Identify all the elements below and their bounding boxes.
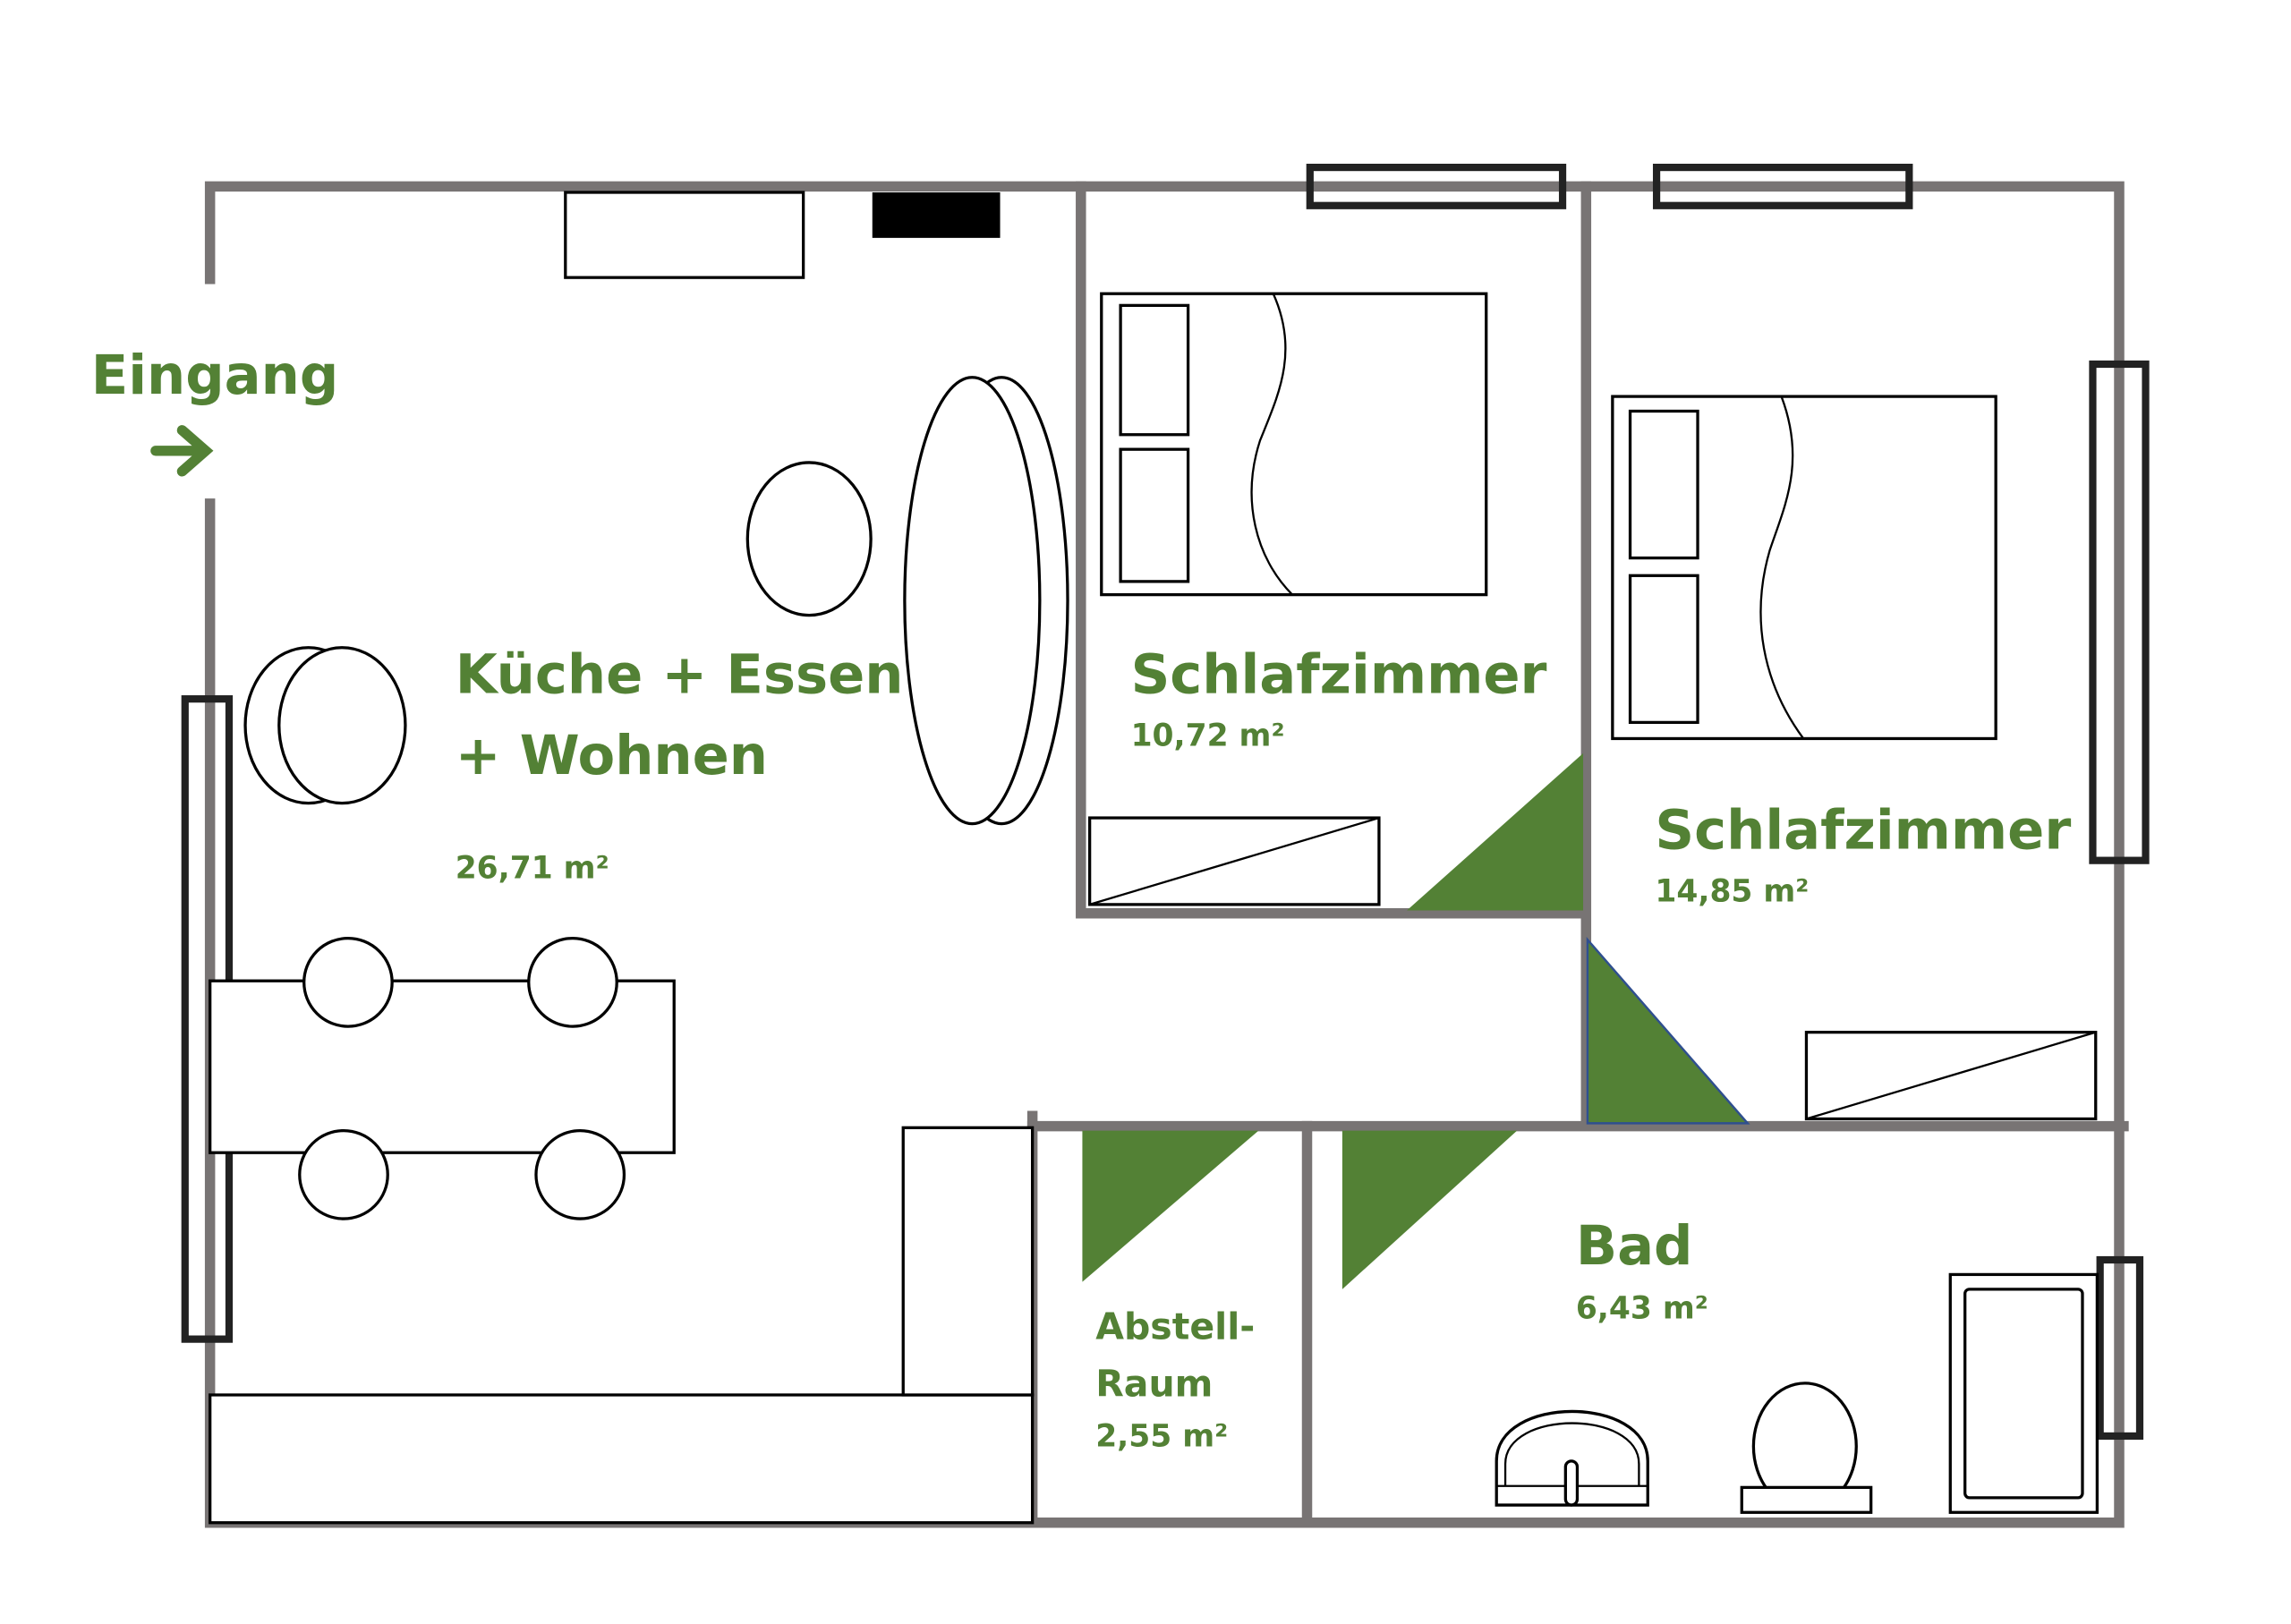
armchair	[745, 461, 873, 617]
bedroom1-furniture	[1088, 292, 1488, 906]
windows	[181, 163, 2150, 1441]
chair	[302, 936, 394, 1028]
living-furniture	[209, 191, 1069, 1525]
pillow	[1628, 409, 1699, 560]
living-area: 26,71 m²	[456, 850, 609, 886]
bedroom2-furniture	[1611, 395, 2098, 1121]
bedroom2-area: 14,85 m²	[1655, 874, 1809, 910]
pillow	[1628, 574, 1699, 725]
stove	[872, 191, 1001, 238]
kitchen-counter	[209, 1393, 1035, 1525]
door-storage[interactable]	[1082, 1130, 1259, 1282]
kitchen-counter	[901, 1126, 1035, 1397]
door-bedroom2[interactable]	[1586, 936, 1750, 1125]
entrance-label: Eingang	[91, 344, 339, 407]
storage-area: 2,55 m²	[1095, 1418, 1228, 1454]
pillow	[1119, 303, 1190, 437]
bedroom2-label: Schlafzimmer	[1655, 800, 2071, 863]
chair	[298, 1128, 389, 1220]
storage-label: Raum	[1095, 1363, 1213, 1406]
bedroom1-area: 10,72 m²	[1131, 718, 1285, 754]
chair	[527, 936, 618, 1028]
bath-area: 6,43 m²	[1576, 1291, 1708, 1327]
living-label: + Wohnen	[456, 725, 768, 787]
bath-furniture	[1495, 1272, 2099, 1514]
bath-label: Bad	[1576, 1215, 1693, 1278]
arrow-right-icon	[150, 425, 214, 477]
living-label: Küche + Essen	[456, 644, 904, 707]
door-bath[interactable]	[1341, 1130, 1518, 1289]
bedroom1-label: Schlafzimmer	[1131, 644, 1547, 707]
pillow	[1119, 447, 1190, 583]
storage-label: Abstell-	[1095, 1305, 1255, 1348]
door-bedroom1[interactable]	[1407, 752, 1584, 911]
sideboard	[564, 191, 805, 279]
labels: Eingang Küche + Essen + Wohnen 26,71 m² …	[91, 344, 2072, 1455]
sink	[1495, 1409, 1649, 1507]
chair	[534, 1128, 626, 1220]
